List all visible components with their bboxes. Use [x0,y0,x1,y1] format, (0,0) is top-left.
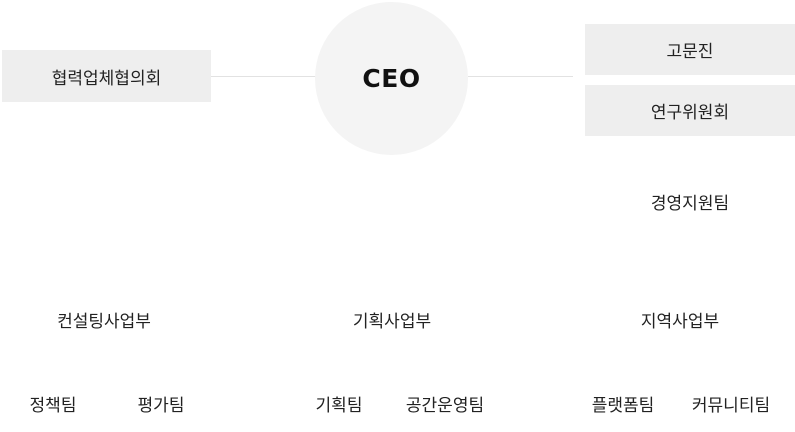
ceo-label: CEO [362,64,421,93]
team-platform: 플랫폼팀 [591,396,655,416]
connector-ceo-left [211,76,316,77]
management-support-team: 경영지원팀 [650,194,730,214]
ceo-node: CEO [315,2,468,155]
research-committee-label: 연구위원회 [650,103,730,123]
advisor-label: 고문진 [666,42,714,62]
division-planning: 기획사업부 [352,312,432,332]
team-planning: 기획팀 [315,396,363,416]
research-committee-box: 연구위원회 [585,85,795,136]
division-regional: 지역사업부 [640,312,720,332]
partner-council-box: 협력업체협의회 [2,50,211,102]
team-space-operation: 공간운영팀 [405,396,485,416]
advisor-box: 고문진 [585,24,795,75]
team-evaluation: 평가팀 [137,396,185,416]
partner-council-label: 협력업체협의회 [51,68,162,89]
connector-ceo-right [468,76,573,77]
team-community: 커뮤니티팀 [691,396,771,416]
team-policy: 정책팀 [29,396,77,416]
division-consulting: 컨설팅사업부 [57,312,151,332]
